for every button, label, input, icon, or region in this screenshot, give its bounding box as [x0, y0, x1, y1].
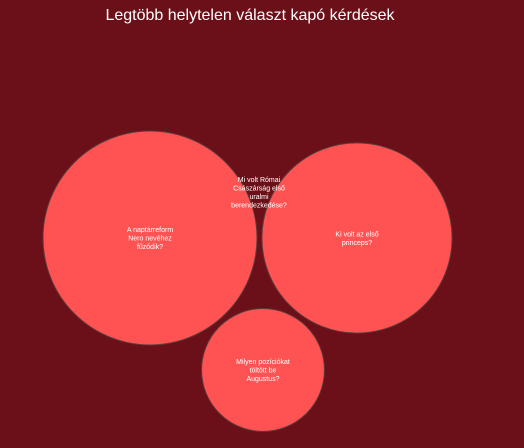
bubble-label: Ki volt az első princeps? — [335, 231, 378, 247]
chart-title: Legtöbb helytelen választ kapó kérdések — [105, 7, 395, 24]
bubble-circle[interactable] — [261, 142, 453, 334]
bubble-label-line: töltött be — [250, 368, 277, 375]
bubble-label-line: Császárság első — [233, 185, 285, 192]
bubble-label-line: fűződik? — [137, 244, 163, 251]
bubble-label-line: Mi volt Római — [238, 177, 281, 184]
bubble-label-line: A naptárreform — [127, 227, 173, 234]
bubble-label-line: Milyen pozíciókat — [236, 359, 290, 366]
bubble-label-line: uralmi — [249, 194, 269, 201]
bubble-label-line: berendezkedése? — [231, 202, 287, 209]
bubble-circle[interactable] — [201, 308, 325, 432]
bubble-label-line: Nero nevéhez — [128, 236, 172, 243]
bubble-label-line: Augustus? — [246, 376, 279, 383]
bubble-label-line: Ki volt az első — [335, 231, 378, 238]
bubble-2[interactable]: Ki volt az első princeps? — [261, 142, 453, 334]
bubble-label-line: princeps? — [342, 240, 372, 247]
bubble-circle[interactable] — [42, 130, 258, 346]
